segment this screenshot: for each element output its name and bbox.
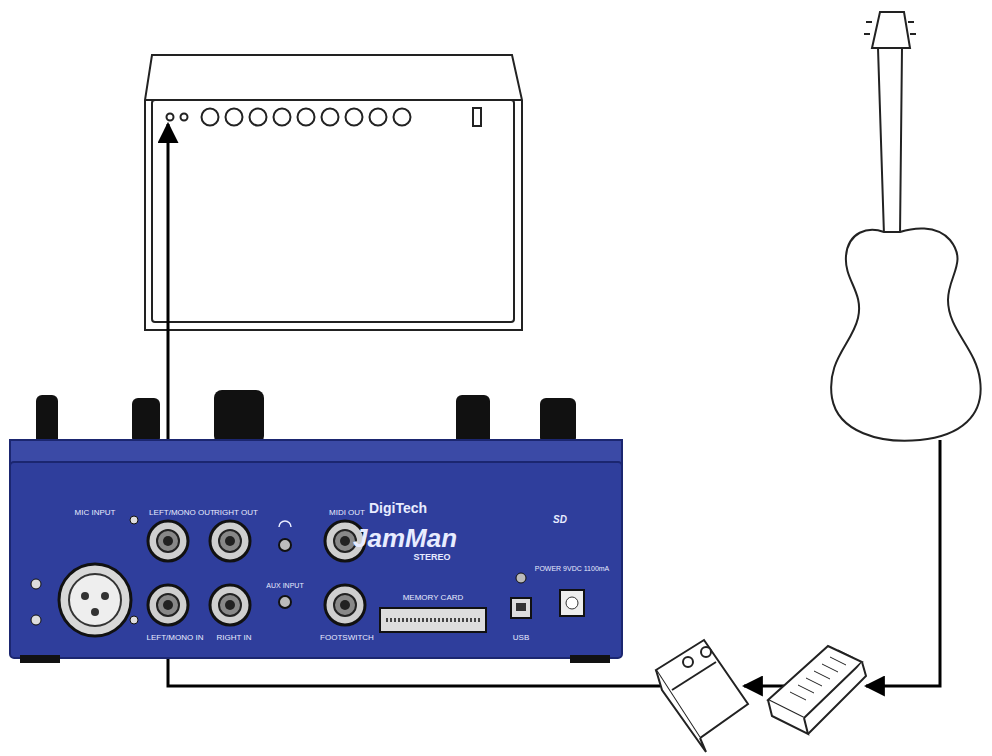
jack-label: LEFT/MONO IN xyxy=(147,634,204,642)
slot-label: MEMORY CARD xyxy=(403,594,464,602)
jack-label: RIGHT OUT xyxy=(214,509,258,517)
jack-label: AUX INPUT xyxy=(266,582,303,589)
jack-label: FOOTSWITCH xyxy=(320,634,374,642)
wah-pedal xyxy=(768,646,866,734)
card-logo: SD xyxy=(553,515,567,525)
port-label: USB xyxy=(513,634,529,642)
jack-label: RIGHT IN xyxy=(217,634,252,642)
jack-label: LEFT/MONO OUT xyxy=(149,509,215,517)
product-logo: JamMan xyxy=(353,525,457,551)
looper-pedal xyxy=(10,390,622,663)
jack-label: MIC INPUT xyxy=(75,509,116,517)
product-label: STEREO xyxy=(413,553,450,562)
amplifier xyxy=(145,55,522,330)
jack-label: MIDI OUT xyxy=(329,509,365,517)
brand-logo: DigiTech xyxy=(369,501,427,515)
stompbox-pedal xyxy=(656,640,748,752)
power-label: POWER 9VDC 1100mA xyxy=(535,565,610,572)
guitar xyxy=(831,12,981,441)
